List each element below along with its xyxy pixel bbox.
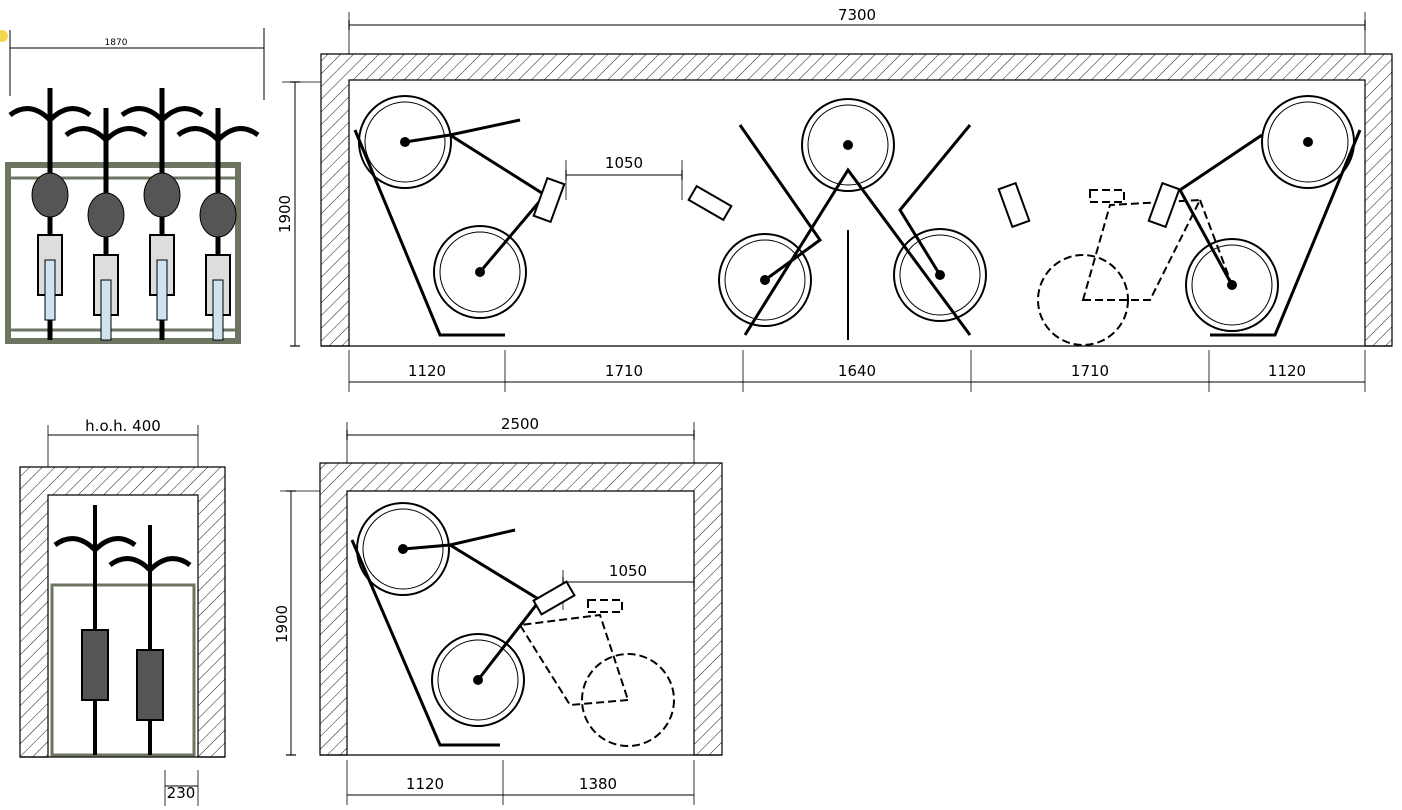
dim-segment-3: 1640	[838, 362, 876, 380]
dim-room-length: 2500	[501, 415, 539, 433]
side-view-long-room: 7300 1900 1050	[276, 6, 1393, 392]
side-view-short-room: 2500 1900 1050 1120	[273, 415, 723, 805]
dim-segment-5: 1120	[1268, 362, 1306, 380]
bike-rack-single	[350, 502, 675, 747]
dim-offset: 230	[167, 784, 196, 802]
front-bike	[108, 525, 192, 755]
dim-spacing: h.o.h. 400	[85, 417, 161, 435]
front-view-four-bikes: 1870	[0, 28, 265, 344]
dim-segment-4: 1710	[1071, 362, 1109, 380]
front-bike	[8, 88, 92, 340]
dim-room-height: 1900	[273, 605, 291, 643]
dim-aisle: 1050	[605, 154, 643, 172]
front-bike	[120, 88, 204, 340]
bike-dashed-outline	[1037, 189, 1233, 346]
front-bike	[53, 505, 137, 755]
dim-segment-1: 1120	[408, 362, 446, 380]
bike-rack-left	[353, 95, 566, 337]
dim-overall-length: 7300	[838, 6, 876, 24]
front-bike	[64, 108, 148, 341]
wall-hatched	[320, 53, 1393, 347]
bike-dashed-outline	[518, 599, 675, 747]
dim-height: 1900	[276, 195, 294, 233]
dim-room-segment-2: 1380	[579, 775, 617, 793]
rack-frame	[5, 162, 241, 344]
bike-rack-right	[1037, 95, 1362, 346]
bike-rack-center	[687, 98, 1031, 340]
dim-room-aisle: 1050	[609, 562, 647, 580]
dim-top-left-width: 1870	[105, 38, 128, 48]
front-bike	[176, 108, 260, 341]
front-view-two-bikes: h.o.h. 400 230	[19, 417, 226, 806]
marker-dot	[0, 30, 8, 42]
rack-frame	[50, 583, 196, 757]
dim-segment-2: 1710	[605, 362, 643, 380]
dim-room-segment-1: 1120	[406, 775, 444, 793]
